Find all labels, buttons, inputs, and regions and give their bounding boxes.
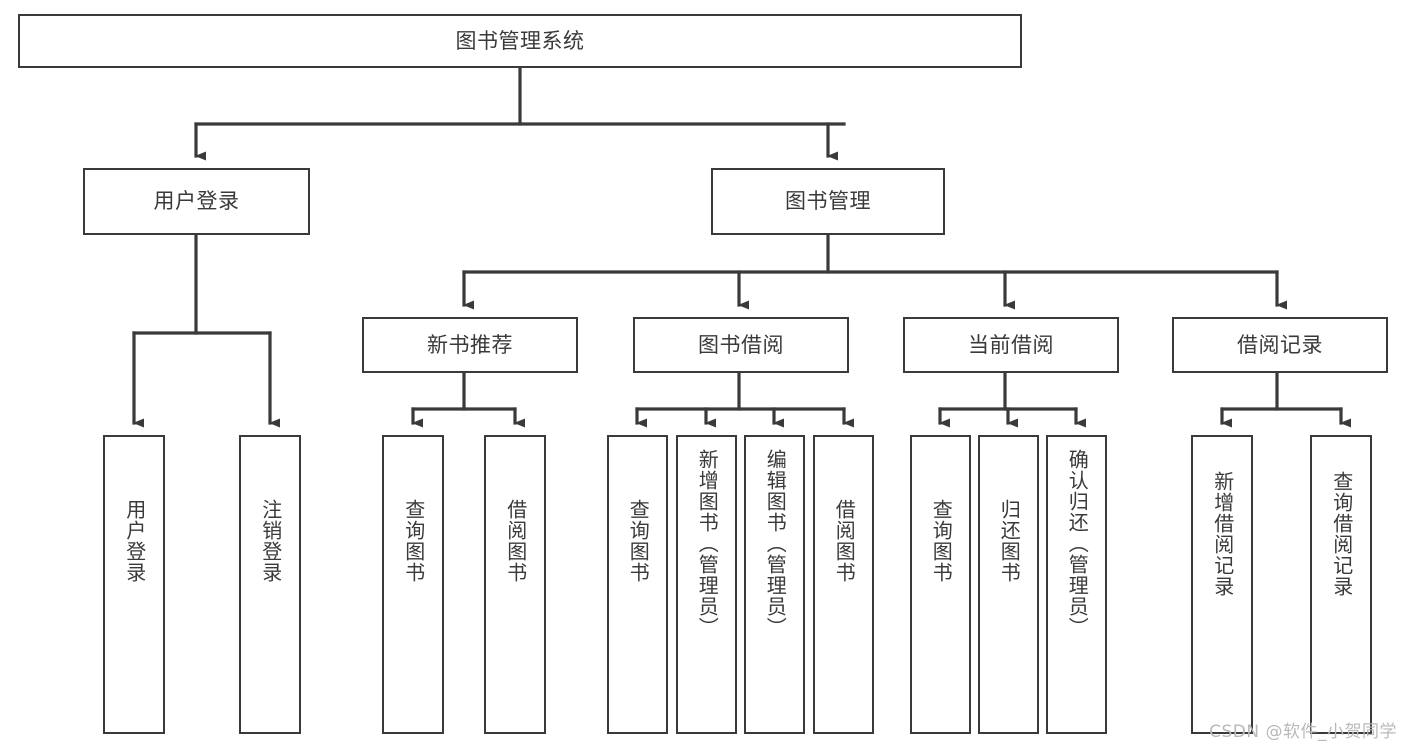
node-leaf-borrow-book-1[interactable]: 借阅图书 [484,435,546,734]
node-borrow-record-label: 借阅记录 [1237,332,1323,357]
node-leaf-logout[interactable]: 注销登录 [239,435,301,734]
node-leaf-borrow-book-2[interactable]: 借阅图书 [813,435,874,734]
node-leaf-user-login[interactable]: 用户登录 [103,435,165,734]
node-leaf-edit-book[interactable]: 编辑图书（管理员） [744,435,805,734]
node-leaf-return-book-label: 归还图书 [997,499,1022,583]
node-leaf-query-book-3-label: 查询图书 [929,499,954,583]
node-leaf-query-record-label: 查询借阅记录 [1329,471,1354,597]
node-leaf-logout-label: 注销登录 [258,499,283,583]
node-new-book-rec[interactable]: 新书推荐 [362,317,578,373]
node-leaf-borrow-book-1-label: 借阅图书 [503,499,528,583]
node-root[interactable]: 图书管理系统 [18,14,1022,68]
node-leaf-confirm-return[interactable]: 确认归还（管理员） [1046,435,1107,734]
node-leaf-query-record[interactable]: 查询借阅记录 [1310,435,1372,734]
node-leaf-add-record-label: 新增借阅记录 [1210,471,1235,597]
node-leaf-borrow-book-2-label: 借阅图书 [832,499,857,583]
node-leaf-query-book-1-label: 查询图书 [401,499,426,583]
node-borrow-record[interactable]: 借阅记录 [1172,317,1388,373]
node-book-manage-label: 图书管理 [785,189,871,214]
node-leaf-query-book-1[interactable]: 查询图书 [382,435,444,734]
node-leaf-edit-book-label: 编辑图书（管理员） [763,449,788,638]
node-current-borrow-label: 当前借阅 [968,332,1054,357]
node-new-book-rec-label: 新书推荐 [427,332,513,357]
node-book-borrow-label: 图书借阅 [698,332,784,357]
node-leaf-user-login-label: 用户登录 [122,499,147,583]
node-leaf-add-book[interactable]: 新增图书（管理员） [676,435,737,734]
node-leaf-confirm-return-label: 确认归还（管理员） [1065,449,1090,638]
node-user-login[interactable]: 用户登录 [83,168,310,235]
node-leaf-add-record[interactable]: 新增借阅记录 [1191,435,1253,734]
node-leaf-query-book-3[interactable]: 查询图书 [910,435,971,734]
node-root-label: 图书管理系统 [455,28,585,53]
node-user-login-label: 用户登录 [153,189,240,214]
node-book-borrow[interactable]: 图书借阅 [633,317,849,373]
node-leaf-query-book-2[interactable]: 查询图书 [607,435,668,734]
node-leaf-add-book-label: 新增图书（管理员） [695,449,720,638]
node-leaf-return-book[interactable]: 归还图书 [978,435,1039,734]
node-current-borrow[interactable]: 当前借阅 [903,317,1119,373]
node-leaf-query-book-2-label: 查询图书 [626,499,651,583]
node-book-manage[interactable]: 图书管理 [711,168,945,235]
